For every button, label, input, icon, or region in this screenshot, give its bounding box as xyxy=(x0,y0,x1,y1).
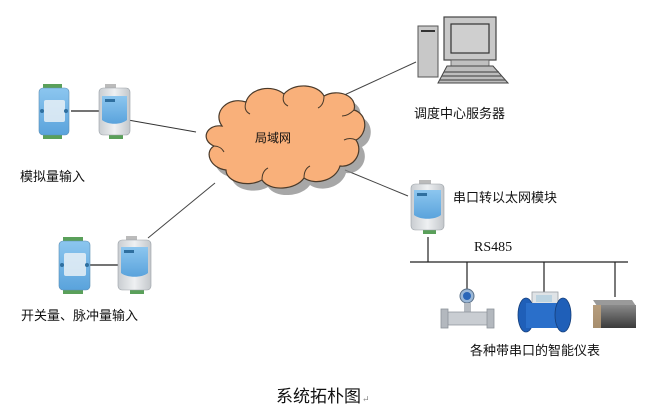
lan-cloud-icon xyxy=(205,85,371,196)
analog-input-label: 模拟量输入 xyxy=(20,170,86,185)
analog-input-ethernet-module xyxy=(98,84,131,139)
link-module-to-network xyxy=(344,169,409,197)
lan-label: 局域网 xyxy=(255,131,292,145)
switch-pulse-input-label: 开关量、脉冲量输入 xyxy=(21,309,139,324)
analog-input-module-blue xyxy=(38,84,70,139)
diagram-caption: 系统拓朴图↵ xyxy=(276,382,370,407)
server-label: 调度中心服务器 xyxy=(414,107,506,122)
server-computer-icon xyxy=(417,16,510,84)
water-meter-icon xyxy=(517,291,572,333)
rs485-bus-label: RS485 xyxy=(474,240,513,255)
serial-ethernet-module-label: 串口转以太网模块 xyxy=(453,191,558,206)
switch-input-ethernet-module xyxy=(117,236,152,294)
smart-instrument-box-icon xyxy=(593,300,636,328)
switch-input-module-blue xyxy=(58,237,91,294)
caption-text: 系统拓朴图 xyxy=(276,387,361,407)
link-analog-to-network xyxy=(127,119,197,133)
smart-meters-label: 各种带串口的智能仪表 xyxy=(470,344,601,359)
flowmeter-icon xyxy=(440,288,495,329)
link-server-to-network xyxy=(339,61,417,98)
paragraph-mark-icon: ↵ xyxy=(362,395,370,405)
serial-to-ethernet-module-icon xyxy=(410,180,445,234)
link-switch-to-network xyxy=(147,182,216,239)
connections xyxy=(71,61,628,297)
